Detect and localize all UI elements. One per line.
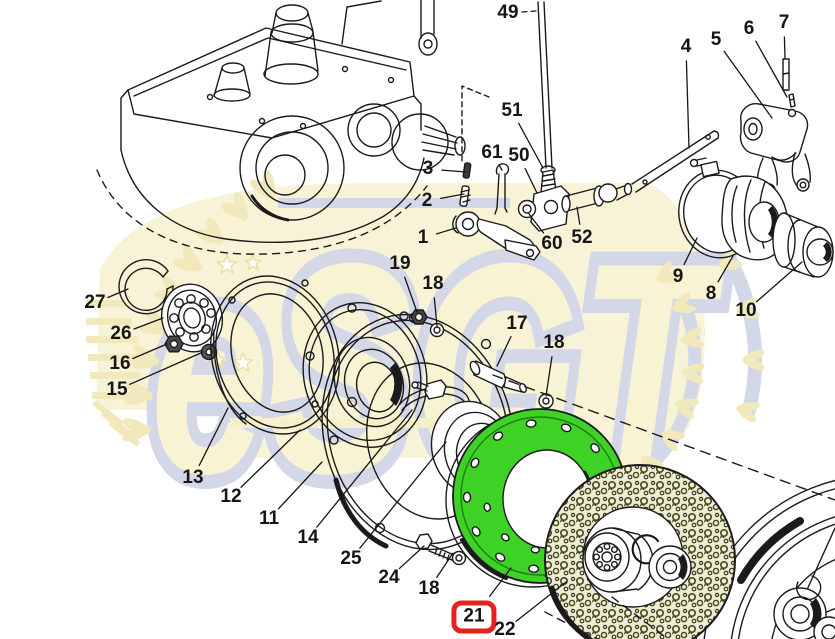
- rod-end-bracket: [418, 0, 438, 56]
- push-rod-49: [537, 1, 556, 175]
- cotter-pin-61: [494, 163, 510, 215]
- brake-drum-ring-11: [321, 312, 515, 551]
- bolt-24: [415, 533, 455, 561]
- pilot-bearing: [773, 527, 835, 639]
- nut-19: [410, 309, 428, 325]
- pin-3: [462, 162, 472, 179]
- lever-1: [452, 211, 541, 261]
- coupler-52: [561, 182, 633, 213]
- flywheel: [695, 479, 835, 639]
- washer-18-mid: [429, 322, 445, 338]
- watermark-blue-bar: [278, 198, 510, 208]
- watermark-speed-stripes: [86, 300, 144, 447]
- watermark-cream-bar: [230, 418, 530, 428]
- callout-leader-lines: [107, 10, 803, 622]
- washer-18-bottom: [451, 550, 467, 566]
- pin-2: [459, 185, 471, 207]
- bearing-26: [161, 283, 223, 353]
- pin-7: [782, 58, 790, 91]
- centerlines: [492, 374, 835, 639]
- washer-18-right: [538, 393, 554, 409]
- cylinder-bushing-10: [772, 212, 834, 278]
- washer-60: [517, 199, 537, 219]
- nut-16: [164, 335, 184, 353]
- cover-ring-13: [210, 275, 340, 435]
- shift-fork-5: [739, 103, 811, 197]
- disc-hub: [582, 527, 692, 593]
- pin-17: [469, 360, 528, 393]
- clevis-joint-50: [530, 169, 570, 232]
- gearbox-housing: [96, 0, 466, 255]
- rubber-boot-8: [721, 175, 789, 261]
- shift-shaft-4: [631, 130, 720, 193]
- reference-dashes: [461, 85, 490, 164]
- pin-6: [788, 93, 796, 108]
